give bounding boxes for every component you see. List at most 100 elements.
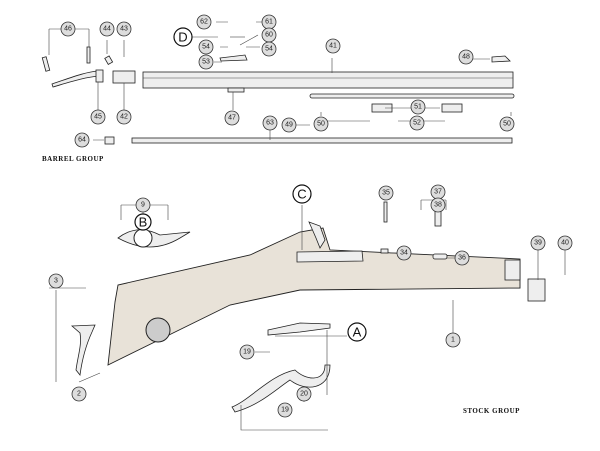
callout-40: 40 (557, 235, 573, 251)
callout-41: 41 (325, 38, 341, 54)
barrel-group (41, 21, 515, 145)
callout-35-top: 35 (378, 185, 394, 201)
callout-52: 52 (409, 115, 425, 131)
callout-43: 43 (116, 21, 132, 37)
front-sight (491, 55, 511, 63)
svg-text:34: 34 (400, 250, 408, 257)
trigger-assembly (267, 322, 331, 336)
nose-cap (527, 278, 546, 302)
svg-text:20: 20 (300, 391, 308, 398)
underlug (227, 87, 245, 93)
callout-61: 61 (261, 14, 277, 30)
svg-text:9: 9 (141, 202, 145, 209)
svg-text:36: 36 (458, 255, 466, 262)
callout-19-lower: 19 (277, 402, 293, 418)
svg-text:54: 54 (202, 44, 210, 51)
svg-text:44: 44 (103, 26, 111, 33)
callout-49: 49 (281, 117, 297, 133)
svg-text:63: 63 (266, 120, 274, 127)
callout-2: 2 (71, 386, 87, 402)
callout-36: 36 (454, 250, 470, 266)
svg-text:3: 3 (54, 278, 58, 285)
callout-D: D (173, 27, 193, 47)
callout-A: A (347, 322, 367, 342)
patchbox-inlay (145, 317, 171, 343)
wedge-escutcheon (432, 253, 448, 260)
svg-text:19: 19 (281, 407, 289, 414)
part-35 (383, 201, 388, 223)
callout-37: 37 (430, 184, 446, 200)
ramrod (131, 137, 513, 144)
svg-text:35: 35 (382, 190, 390, 197)
svg-text:48: 48 (462, 54, 470, 61)
ramrod-tip (104, 136, 115, 145)
callout-51: 51 (410, 99, 426, 115)
stock (107, 227, 521, 366)
callout-47: 47 (224, 110, 240, 126)
callout-38: 38 (430, 197, 446, 213)
thimble-2 (441, 103, 463, 113)
hammer (308, 221, 326, 249)
svg-text:2: 2 (77, 391, 81, 398)
svg-text:62: 62 (200, 19, 208, 26)
callout-53: 53 (198, 54, 214, 70)
callout-46: 46 (60, 21, 76, 37)
callouts: 46 44 43 45 42 62 61 D 60 54 54 53 41 48… (42, 14, 573, 418)
callout-39: 39 (530, 235, 546, 251)
butt-plate (70, 324, 96, 376)
barrel (142, 71, 514, 89)
svg-text:51: 51 (414, 104, 422, 111)
callout-19-upper: 19 (239, 344, 255, 360)
patchbox (117, 229, 191, 248)
part-53 (219, 54, 248, 62)
svg-text:60: 60 (265, 32, 273, 39)
callout-48: 48 (458, 49, 474, 65)
muzzle-cap-slot (504, 259, 521, 281)
svg-text:19: 19 (243, 349, 251, 356)
callout-54-right: 54 (261, 41, 277, 57)
svg-text:61: 61 (265, 19, 273, 26)
stock-group-title: STOCK GROUP (463, 407, 520, 415)
callout-B: B (134, 213, 152, 231)
callout-63: 63 (262, 115, 278, 131)
tang (51, 70, 101, 88)
callout-64: 64 (74, 132, 90, 148)
svg-text:42: 42 (120, 114, 128, 121)
svg-text:52: 52 (413, 120, 421, 127)
callout-42: 42 (116, 109, 132, 125)
svg-text:43: 43 (120, 26, 128, 33)
svg-text:C: C (297, 187, 306, 202)
svg-text:1: 1 (451, 337, 455, 344)
svg-text:D: D (178, 30, 187, 45)
tang-hook (95, 69, 104, 83)
callout-50-right: 50 (499, 116, 515, 132)
svg-text:A: A (353, 325, 362, 340)
svg-text:B: B (139, 215, 148, 230)
svg-text:53: 53 (202, 59, 210, 66)
callout-45: 45 (90, 109, 106, 125)
callout-3: 3 (48, 273, 64, 289)
barrel-group-title: BARREL GROUP (42, 155, 104, 163)
part-34 (380, 248, 389, 254)
trigger-guard (231, 364, 331, 413)
callout-54-left: 54 (198, 39, 214, 55)
callout-C: C (292, 184, 312, 204)
svg-text:64: 64 (78, 137, 86, 144)
callout-9: 9 (135, 197, 151, 213)
svg-text:47: 47 (228, 115, 236, 122)
callout-50-left: 50 (313, 116, 329, 132)
callout-44: 44 (99, 21, 115, 37)
callout-62: 62 (196, 14, 212, 30)
svg-text:41: 41 (329, 43, 337, 50)
svg-text:50: 50 (317, 121, 325, 128)
svg-text:37: 37 (434, 189, 442, 196)
svg-text:54: 54 (265, 46, 273, 53)
breech-plug (112, 70, 136, 84)
callout-1: 1 (445, 332, 461, 348)
svg-text:38: 38 (434, 202, 442, 209)
svg-text:45: 45 (94, 114, 102, 121)
svg-text:40: 40 (561, 240, 569, 247)
lock-plate (296, 250, 364, 263)
rib (309, 93, 515, 99)
